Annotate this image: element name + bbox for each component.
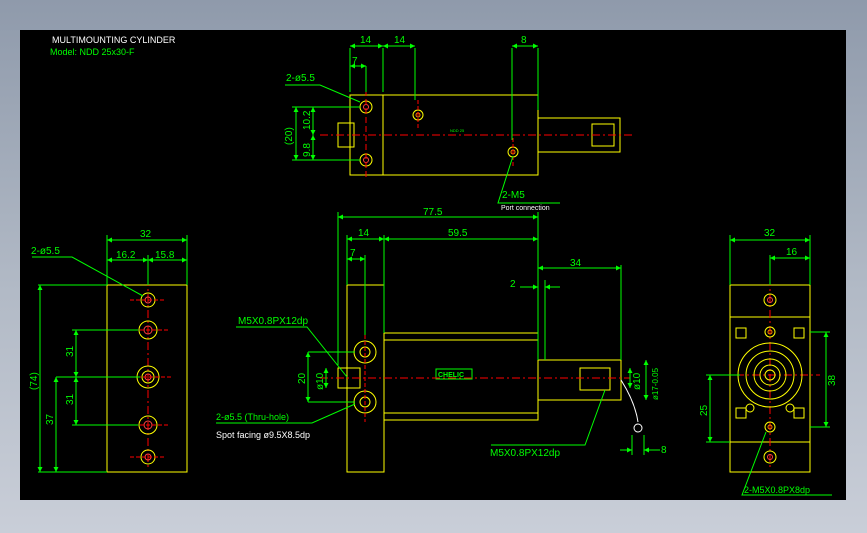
- dim-31: 31: [65, 393, 76, 405]
- thread-label-right: M5X0.8PX12dp: [490, 448, 560, 459]
- end-thread-hole: [764, 326, 776, 338]
- drawing-model: Model: NDD 25x30-F: [50, 47, 135, 57]
- rod-end-detail: [633, 423, 643, 433]
- title-block: MULTIMOUNTING CYLINDER Model: NDD 25x30-…: [50, 35, 176, 57]
- front-view-labels: 77.5 14 59.5 7 34 2 M5X0.8PX12dp 20 ø10 …: [216, 207, 667, 459]
- hole-label: 2-ø5.5: [31, 246, 60, 257]
- dim-dia-17: ø17-0.05: [651, 367, 660, 400]
- thread-label-left: M5X0.8PX12dp: [238, 316, 308, 327]
- dim-14: 14: [358, 228, 370, 239]
- dim-8: 8: [521, 35, 527, 46]
- port-note: Port connection: [501, 205, 550, 212]
- dim-25: 25: [699, 404, 710, 416]
- rod-tag: NDD 25: [450, 128, 465, 133]
- side-hole: [138, 415, 158, 435]
- hole-label: 2-ø5.5: [286, 73, 315, 84]
- thread-label: 2-M5X0.8PX8dp: [744, 485, 810, 495]
- dim-16: 16: [786, 247, 798, 258]
- dim-7: 7: [350, 248, 356, 259]
- drawing-title: MULTIMOUNTING CYLINDER: [52, 35, 176, 45]
- side-hole: [138, 320, 158, 340]
- end-view-labels: 32 16 38 25 2-M5X0.8PX8dp: [699, 228, 838, 495]
- dim-9-8: 9.8: [302, 143, 313, 157]
- cad-viewport[interactable]: MULTIMOUNTING CYLINDER Model: NDD 25x30-…: [20, 30, 846, 500]
- dim-32: 32: [140, 229, 152, 240]
- dim-31: 31: [65, 345, 76, 357]
- front-view: [216, 212, 660, 473]
- dim-2: 2: [510, 279, 516, 290]
- dim-37: 37: [45, 413, 56, 425]
- hole-label: 2-ø5.5 (Thru-hole): [216, 412, 289, 422]
- dim-32: 32: [764, 228, 776, 239]
- dim-16-2: 16.2: [116, 250, 136, 261]
- end-hole: [763, 450, 777, 464]
- end-view: [706, 235, 832, 496]
- port-label: 2-M5: [502, 190, 525, 201]
- dim-14: 14: [360, 35, 372, 46]
- dim-74: (74): [29, 372, 40, 390]
- dim-20: (20): [284, 127, 295, 145]
- dim-38: 38: [827, 374, 838, 386]
- dim-7: 7: [352, 56, 358, 67]
- dim-8: 8: [661, 445, 667, 456]
- brand-text: CHELIC: [438, 372, 464, 379]
- spot-facing-note: Spot facing ø9.5X8.5dp: [216, 430, 310, 440]
- side-view-plate: [106, 284, 188, 473]
- dim-dia-10: ø10: [315, 372, 326, 390]
- dim-59-5: 59.5: [448, 228, 468, 239]
- top-view-labels: 14 14 8 7 2-ø5.5 (20) 10.2 9.8 2-M5 Port…: [284, 35, 550, 212]
- top-view: NDD 25: [285, 43, 635, 204]
- dim-77-5: 77.5: [423, 207, 443, 218]
- dim-dia-10-rod: ø10: [632, 372, 643, 390]
- dim-20: 20: [297, 372, 308, 384]
- dim-10-2: 10.2: [302, 110, 313, 130]
- end-thread-hole: [764, 421, 776, 433]
- side-view-labels: 32 16.2 15.8 2-ø5.5 (74) 37 31 31: [29, 229, 175, 425]
- dim-34: 34: [570, 258, 582, 269]
- side-view: [32, 235, 188, 473]
- drawing-canvas: MULTIMOUNTING CYLINDER Model: NDD 25x30-…: [29, 35, 838, 496]
- brand-plate: [435, 368, 473, 380]
- dim-15-8: 15.8: [155, 250, 175, 261]
- dim-14: 14: [394, 35, 406, 46]
- end-hole: [763, 293, 777, 307]
